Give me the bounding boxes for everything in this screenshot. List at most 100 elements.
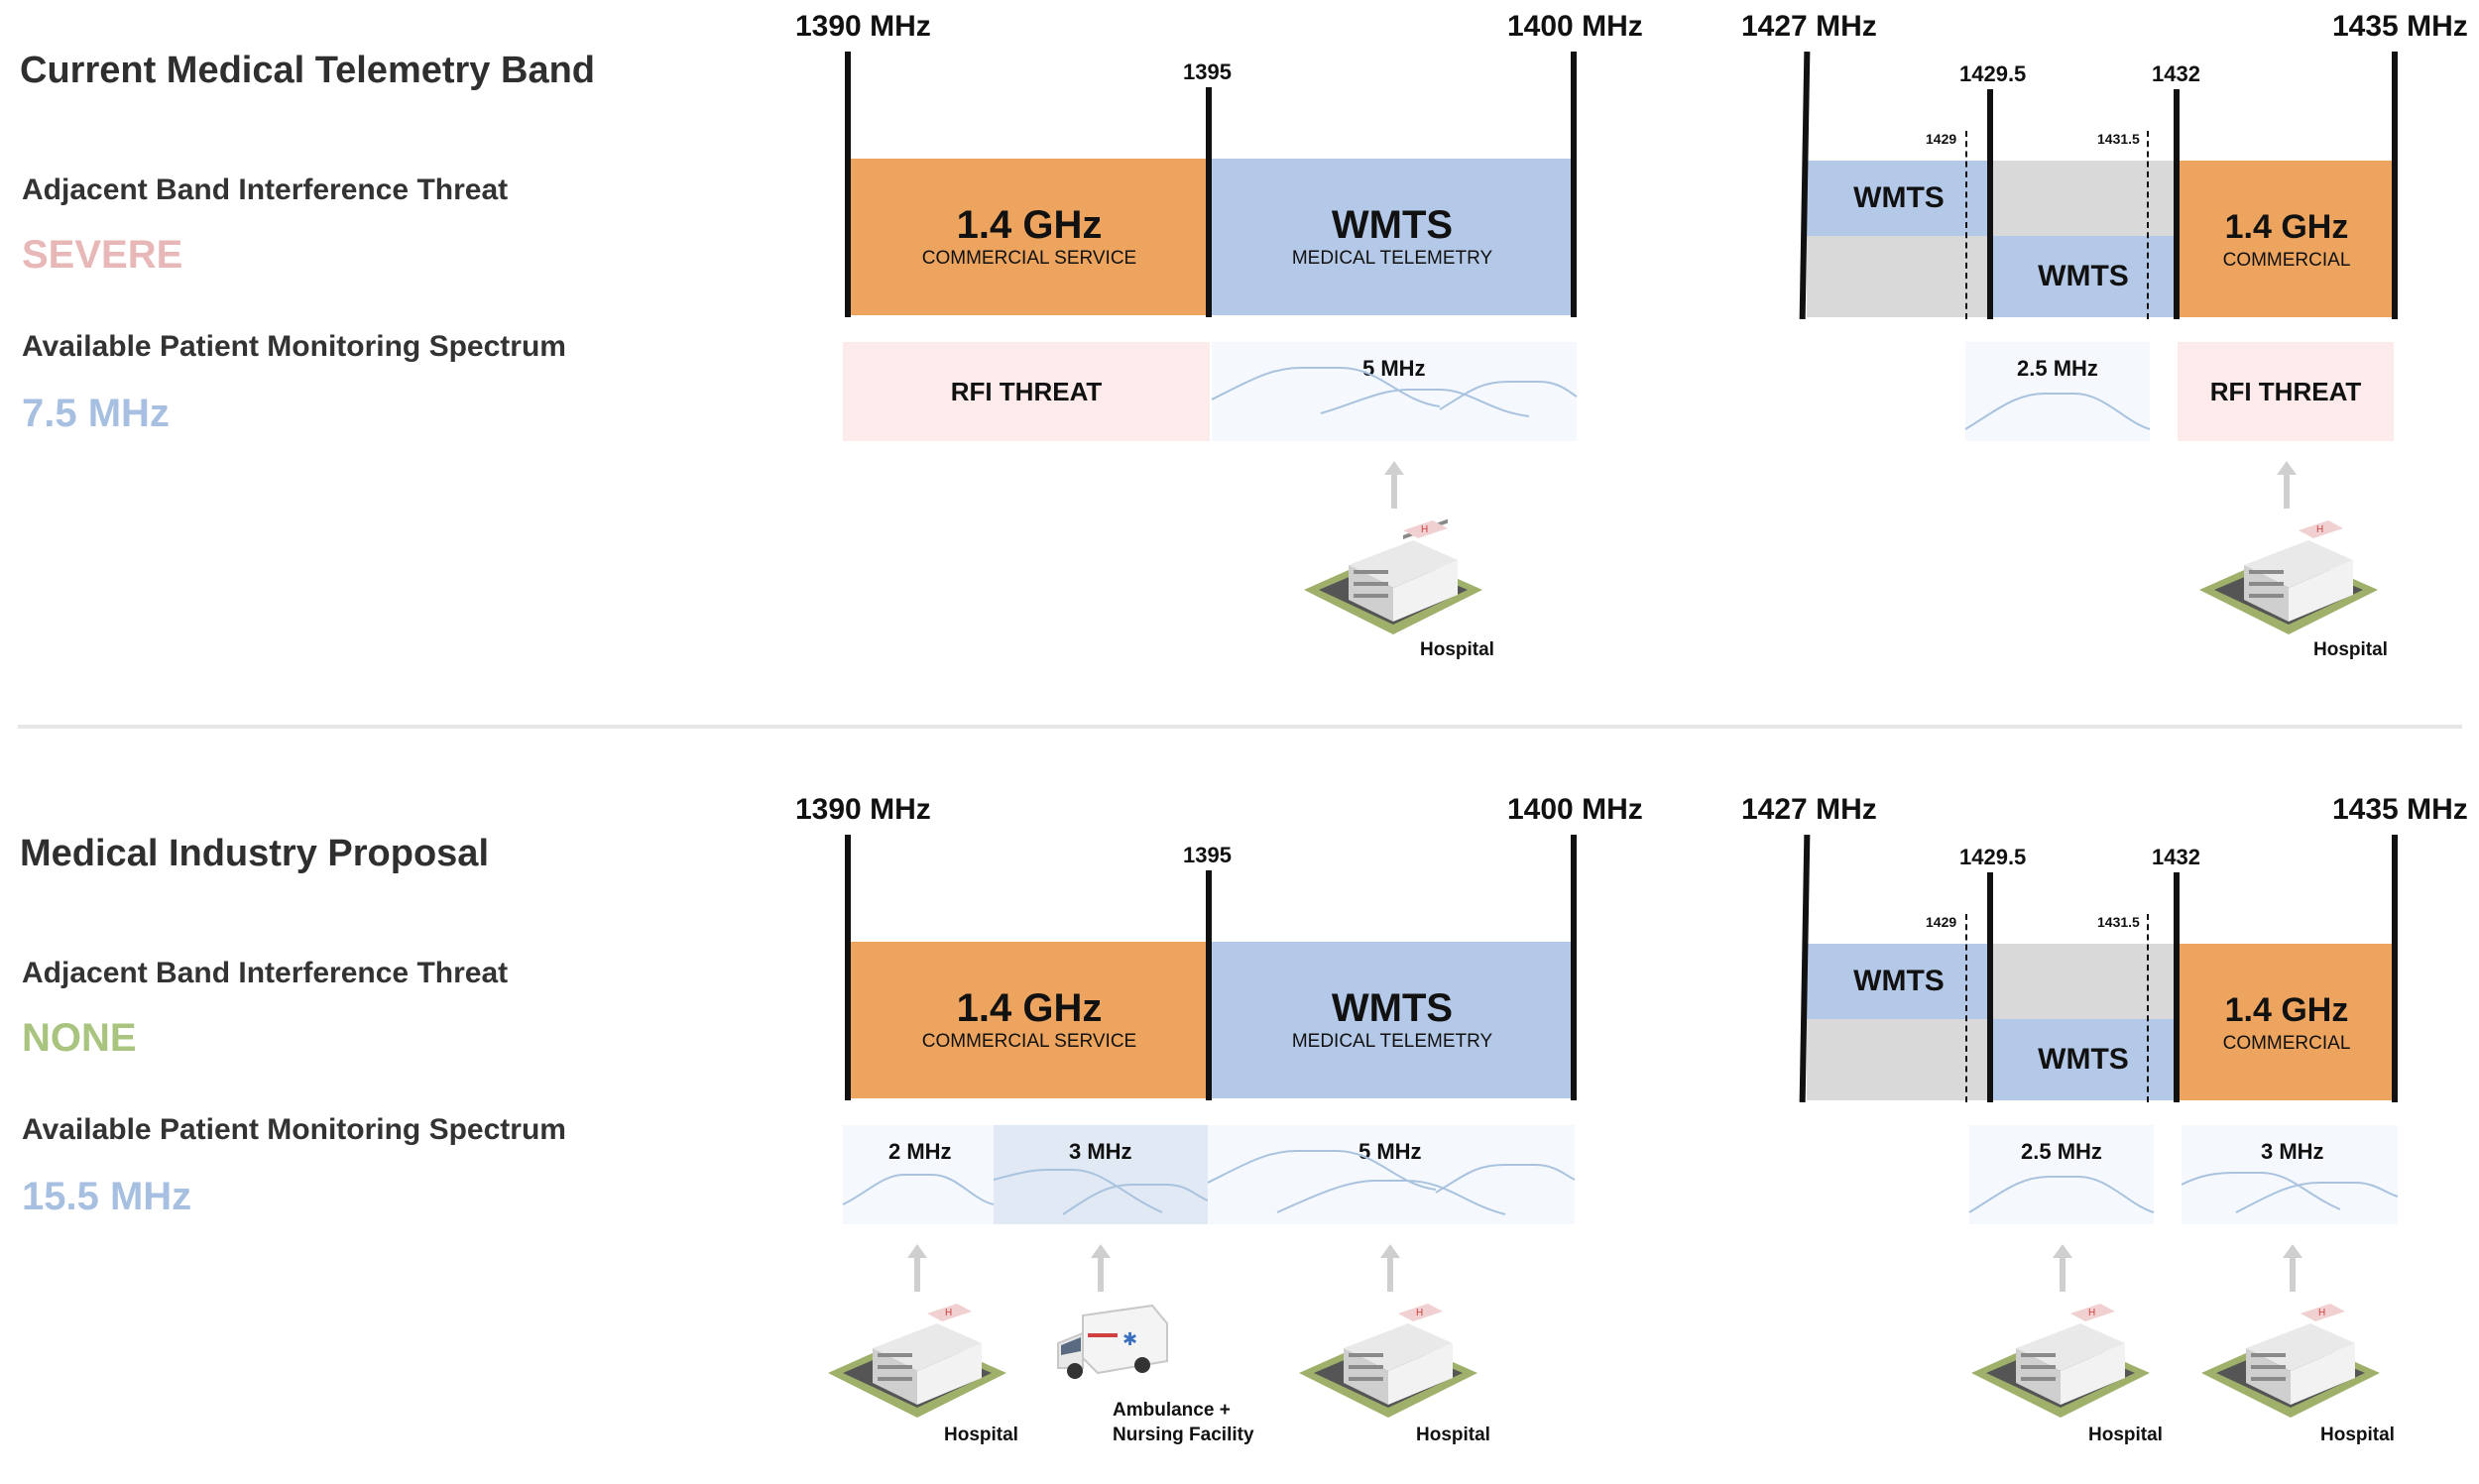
- section-divider: [18, 725, 2462, 729]
- wmts-block-upper: WMTS: [1807, 161, 1991, 236]
- up-arrow-icon: [1380, 1244, 1400, 1292]
- available-slot-label: 3 MHz: [1069, 1139, 1132, 1164]
- commercial-block-right: 1.4 GHz COMMERCIAL: [2179, 944, 2395, 1100]
- hospital-caption: Hospital: [2313, 639, 2388, 660]
- freq-label-1431-5: 1431.5: [2097, 131, 2140, 147]
- freq-label-1429-5: 1429.5: [1959, 61, 2027, 86]
- freq-label-1429: 1429: [1926, 914, 1957, 930]
- hospital-caption: Hospital: [944, 1425, 1018, 1445]
- signal-curves: [1207, 1150, 1576, 1215]
- up-arrow-icon: [2283, 1244, 2302, 1292]
- commercial-block-sub: COMMERCIAL SERVICE: [921, 1031, 1137, 1052]
- commercial-block-right-sub: COMMERCIAL: [2222, 250, 2351, 271]
- band-edge-1390: [845, 835, 851, 1100]
- wmts-block-lower: WMTS: [1991, 1019, 2176, 1100]
- signal-curve: [1964, 393, 2151, 430]
- freq-label-1427: 1427 MHz: [1741, 793, 1877, 826]
- band-edge-1432: [2174, 89, 2180, 319]
- freq-label-1435: 1435 MHz: [2332, 793, 2468, 826]
- wmts-block-title: WMTS: [1331, 986, 1454, 1030]
- commercial-block-right-title: 1.4 GHz: [2224, 991, 2349, 1029]
- wmts-block-upper-title: WMTS: [1853, 181, 1945, 214]
- threat-value: SEVERE: [22, 233, 183, 277]
- band-edge-1435: [2392, 835, 2398, 1102]
- available-slot-2-5mhz: 2.5 MHz: [1964, 342, 2151, 441]
- up-arrow-icon: [1384, 461, 1404, 509]
- hospital-icon: H: [2191, 1294, 2390, 1432]
- threat-value: NONE: [22, 1016, 137, 1060]
- svg-text:H: H: [1421, 524, 1428, 535]
- wmts-block-upper: WMTS: [1807, 944, 1991, 1019]
- hospital-icon: H: [2189, 511, 2388, 649]
- band-edge-1435: [2392, 52, 2398, 319]
- spectrum-value: 7.5 MHz: [22, 392, 170, 435]
- commercial-block: 1.4 GHz COMMERCIAL SERVICE: [849, 942, 1210, 1098]
- hospital-icon: H: [1289, 1294, 1487, 1432]
- svg-text:H: H: [1416, 1308, 1423, 1318]
- hospital-icon: H: [818, 1294, 1016, 1432]
- signal-curves: [2181, 1172, 2399, 1213]
- band-edge-1431-5: [2147, 914, 2149, 1102]
- available-slot-label: 3 MHz: [2261, 1139, 2324, 1164]
- freq-label-1435: 1435 MHz: [2332, 10, 2468, 43]
- up-arrow-icon: [1091, 1244, 1111, 1292]
- ambulance-caption-line1: Ambulance +: [1113, 1400, 1231, 1421]
- commercial-block-title: 1.4 GHz: [956, 986, 1103, 1030]
- commercial-block-right: 1.4 GHz COMMERCIAL: [2179, 161, 2395, 317]
- freq-label-1432: 1432: [2152, 61, 2200, 86]
- svg-text:H: H: [2088, 1308, 2095, 1318]
- freq-label-1432: 1432: [2152, 845, 2200, 869]
- band-edge-1395: [1206, 87, 1212, 317]
- band-edge-1400: [1571, 835, 1577, 1100]
- up-arrow-icon: [907, 1244, 927, 1292]
- wmts-block: WMTS MEDICAL TELEMETRY: [1210, 159, 1575, 315]
- rfi-threat-label: RFI THREAT: [950, 376, 1103, 406]
- section-title: Current Medical Telemetry Band: [20, 50, 596, 91]
- commercial-block-title: 1.4 GHz: [956, 203, 1103, 247]
- spectrum-label: Available Patient Monitoring Spectrum: [22, 1113, 566, 1146]
- band-edge-1429-5: [1987, 872, 1993, 1102]
- rfi-threat-slot: RFI THREAT: [843, 342, 1210, 441]
- freq-label-1429: 1429: [1926, 131, 1957, 147]
- freq-label-1390: 1390 MHz: [795, 793, 931, 826]
- signal-curves: [993, 1169, 1209, 1215]
- spectrum-value: 15.5 MHz: [22, 1175, 192, 1218]
- freq-label-1427: 1427 MHz: [1741, 10, 1877, 43]
- svg-text:H: H: [945, 1308, 952, 1318]
- svg-text:H: H: [2318, 1308, 2325, 1318]
- svg-text:✱: ✱: [1122, 1329, 1137, 1349]
- available-slot-label: 2.5 MHz: [2017, 356, 2098, 381]
- threat-label: Adjacent Band Interference Threat: [22, 957, 509, 989]
- commercial-block: 1.4 GHz COMMERCIAL SERVICE: [849, 159, 1210, 315]
- available-slot-3mhz: 3 MHz: [993, 1125, 1209, 1224]
- svg-text:H: H: [2316, 524, 2323, 535]
- signal-curves: [1211, 367, 1578, 417]
- wmts-block-sub: MEDICAL TELEMETRY: [1291, 1031, 1493, 1052]
- available-slot-label: 2.5 MHz: [2021, 1139, 2102, 1164]
- signal-curve: [1968, 1176, 2155, 1213]
- commercial-block-sub: COMMERCIAL SERVICE: [921, 248, 1137, 269]
- rfi-threat-label-right: RFI THREAT: [2209, 376, 2362, 406]
- available-slot-label: 2 MHz: [888, 1139, 952, 1164]
- hospital-caption: Hospital: [1416, 1425, 1490, 1445]
- section-title: Medical Industry Proposal: [20, 833, 489, 874]
- hospital-icon: H: [1294, 511, 1492, 649]
- commercial-block-right-sub: COMMERCIAL: [2222, 1033, 2351, 1054]
- wmts-block-lower: WMTS: [1991, 236, 2176, 317]
- freq-label-1400: 1400 MHz: [1507, 10, 1643, 43]
- wmts-block-lower-title: WMTS: [2038, 1043, 2129, 1076]
- available-slot-5mhz: 5 MHz: [1211, 342, 1578, 441]
- wmts-block: WMTS MEDICAL TELEMETRY: [1210, 942, 1575, 1098]
- available-slot-5mhz: 5 MHz: [1207, 1125, 1576, 1224]
- hospital-caption: Hospital: [1420, 639, 1494, 660]
- available-slot-2mhz: 2 MHz: [842, 1125, 995, 1224]
- available-slot-2-5mhz: 2.5 MHz: [1968, 1125, 2155, 1224]
- freq-label-1431-5: 1431.5: [2097, 914, 2140, 930]
- available-slot-3mhz-right: 3 MHz: [2181, 1125, 2399, 1224]
- ambulance-icon: ✱: [1053, 1304, 1172, 1383]
- threat-label: Adjacent Band Interference Threat: [22, 173, 509, 206]
- wmts-block-title: WMTS: [1331, 203, 1454, 247]
- rfi-threat-slot-right: RFI THREAT: [2178, 342, 2394, 441]
- wmts-block-upper-title: WMTS: [1853, 965, 1945, 997]
- up-arrow-icon: [2053, 1244, 2072, 1292]
